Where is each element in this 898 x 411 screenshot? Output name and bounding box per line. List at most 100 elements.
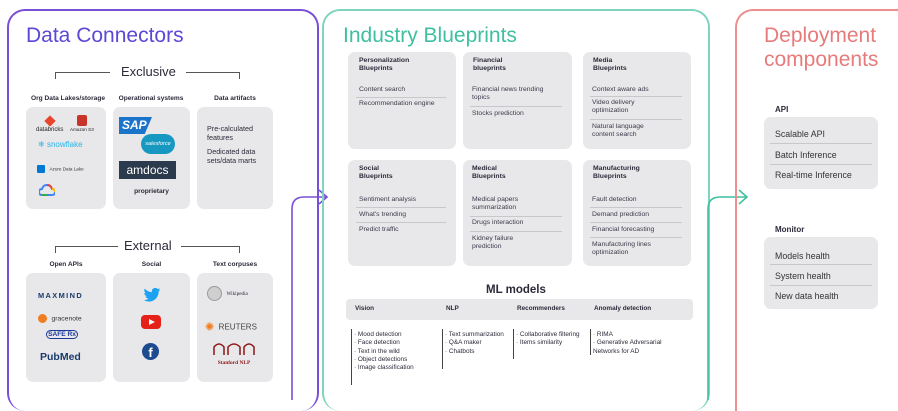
ml-column-divider xyxy=(442,329,443,369)
ml-item: · Q&A maker xyxy=(445,339,482,347)
monitor-card xyxy=(764,237,878,309)
ml-list-recommenders: · Collaborative filtering · Items simila… xyxy=(516,331,588,348)
separator xyxy=(770,164,872,165)
ml-list-vision: · Mood detection · Face detection · Text… xyxy=(354,331,440,373)
deployment-panel xyxy=(735,9,898,411)
blueprint-card-financial xyxy=(463,52,572,149)
databricks-logo: databricks xyxy=(36,115,63,133)
blueprint-item: Drugs interaction xyxy=(472,219,524,226)
col-header-operational: Operational systems xyxy=(118,95,184,102)
blueprint-card-manufacturing xyxy=(583,160,691,266)
ml-column-header: Vision xyxy=(355,305,375,312)
separator xyxy=(590,119,682,120)
blueprint-card-personalization xyxy=(348,52,456,149)
separator xyxy=(590,222,682,223)
amazon-s3-logo: Amazon S3 xyxy=(70,115,94,132)
ml-item: · Text in the wild xyxy=(354,347,400,355)
ml-item: · Chatbots xyxy=(445,347,475,355)
blueprint-item: Manufacturing lines optimization xyxy=(592,241,651,257)
blueprint-item: Sentiment analysis xyxy=(359,196,417,203)
blueprint-item: Demand prediction xyxy=(592,211,650,218)
ml-item: · Image classification xyxy=(354,364,414,372)
google-cloud-icon xyxy=(37,183,57,196)
exclusive-label: Exclusive xyxy=(121,64,176,79)
separator xyxy=(770,143,872,144)
snowflake-logo: ❄ snowflake xyxy=(38,140,83,149)
proprietary-label: proprietary xyxy=(134,188,169,195)
flow-arrow-1 xyxy=(291,189,329,400)
separator xyxy=(590,207,682,208)
blueprint-item: Natural language content search xyxy=(592,123,644,139)
blueprint-item: Kidney failure prediction xyxy=(472,235,514,251)
stanford-nlp-logo: Stanford NLP xyxy=(212,341,256,366)
blueprint-item: Financial forecasting xyxy=(592,226,655,233)
separator xyxy=(470,216,562,217)
separator xyxy=(356,207,446,208)
col-header-data-lakes: Org Data Lakes/storage xyxy=(30,95,106,102)
ml-models-title: ML models xyxy=(486,284,546,296)
ml-item: · Object detections xyxy=(354,355,408,363)
col-header-text-corpuses: Text corpuses xyxy=(212,261,258,268)
data-connectors-title: Data Connectors xyxy=(26,24,184,47)
ml-column-header: NLP xyxy=(446,305,459,312)
youtube-icon xyxy=(141,315,161,329)
industry-blueprints-panel xyxy=(322,9,710,411)
maxmind-logo: MAXMIND xyxy=(38,291,84,300)
blueprint-item: Content search xyxy=(359,86,406,93)
wikipedia-logo: Wikipedia xyxy=(207,285,248,303)
pubmed-logo: PubMed xyxy=(40,351,81,363)
safe-rx-logo: SAFE Rx xyxy=(46,330,78,339)
artifact-item: Pre-calculated features xyxy=(207,124,253,142)
monitor-item: Models health xyxy=(775,251,830,261)
blueprint-item: Medical papers summarization xyxy=(472,196,519,212)
separator xyxy=(770,285,872,286)
blueprint-title: Social Blueprints xyxy=(359,165,393,180)
deployment-title-line1: Deployment xyxy=(764,24,877,47)
blueprint-card-medical xyxy=(463,160,572,266)
ml-header-bar xyxy=(346,299,693,320)
ml-item: · RIMA xyxy=(593,331,613,338)
ml-item: · Mood detection xyxy=(354,331,402,338)
ml-column-header: Anomaly detection xyxy=(594,305,652,312)
reuters-logo: ✺ REUTERS xyxy=(205,321,257,334)
separator xyxy=(590,96,682,97)
bracket-tick xyxy=(55,72,56,79)
col-header-artifacts: Data artifacts xyxy=(214,95,256,102)
ml-column-divider xyxy=(351,329,352,385)
external-label: External xyxy=(124,238,172,253)
separator xyxy=(770,264,872,265)
blueprint-item: Fault detection xyxy=(592,196,637,203)
api-item: Scalable API xyxy=(775,129,825,139)
open-apis-card xyxy=(26,273,106,382)
monitor-item: New data health xyxy=(775,291,839,301)
facebook-icon: f xyxy=(142,343,159,360)
blueprint-title: Financial blueprints xyxy=(473,57,506,72)
api-item: Real-time Inference xyxy=(775,170,852,180)
blueprint-title: Manufacturing Blueprints xyxy=(593,165,640,180)
flow-arrow-2 xyxy=(707,189,749,400)
blueprint-title: Medical Blueprints xyxy=(472,165,506,180)
blueprint-title: Personalization Blueprints xyxy=(359,57,410,72)
separator xyxy=(356,97,446,98)
bracket-tick xyxy=(239,246,240,253)
ml-item: · Items similarity xyxy=(516,339,563,347)
gracenote-logo: gracenote xyxy=(38,310,82,328)
blueprint-item: Context aware ads xyxy=(592,86,649,93)
blueprint-item: What's trending xyxy=(359,211,407,218)
external-bracket-right xyxy=(181,246,239,247)
artifacts-card xyxy=(197,107,273,209)
blueprint-card-media xyxy=(583,52,691,149)
api-item: Batch Inference xyxy=(775,150,837,160)
external-bracket xyxy=(55,246,118,247)
separator xyxy=(470,106,562,107)
api-card xyxy=(764,117,878,189)
ml-list-anomaly: · RIMA · Generative Adversarial Networks… xyxy=(593,331,688,356)
blueprint-card-social xyxy=(348,160,456,266)
twitter-icon xyxy=(143,287,161,307)
ml-item: · Face detection xyxy=(354,339,400,347)
blueprint-item: Video delivery optimization xyxy=(592,99,635,115)
ml-column-header: Recommenders xyxy=(517,305,565,312)
artifact-item: Dedicated data sets/data marts xyxy=(207,147,257,165)
bracket-tick xyxy=(239,72,240,79)
ml-item: · Generative Adversarial Networks for AD xyxy=(593,339,662,355)
